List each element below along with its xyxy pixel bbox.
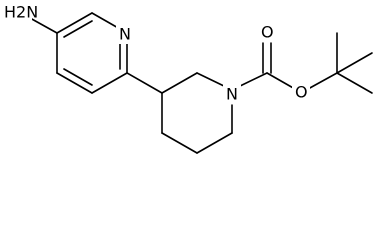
bond-pyridine-piperidine <box>126 72 163 94</box>
amine-label-bg <box>2 3 32 23</box>
bond-c5-c6-inner <box>63 20 93 38</box>
amine-label: H2N <box>4 3 38 22</box>
ester-o-label: O <box>295 83 308 102</box>
bond-pip-c2-n <box>196 72 227 88</box>
bond-tbutyl-methyl-right <box>336 52 373 74</box>
piperidine-n-label: N <box>226 85 238 104</box>
pyridine-n-label: N <box>119 25 131 44</box>
bond-ester-o-tbutyl <box>307 72 338 90</box>
bond-amine-c5 <box>29 17 58 34</box>
carbonyl-o-label-bg <box>258 22 276 42</box>
bond-c6-n1 <box>91 12 121 30</box>
chemical-structure-diagram: H2N N N O O <box>2 3 373 154</box>
piperidine-n-label-bg <box>223 84 241 104</box>
carbonyl-o-label: O <box>261 23 274 42</box>
bond-c3-c4 <box>56 72 93 94</box>
bond-layer <box>29 12 373 154</box>
bond-tbutyl-methyl-bottom <box>336 72 373 94</box>
pyridine-n-label-bg <box>116 24 134 44</box>
bond-pip-c6-c5 <box>196 132 233 154</box>
bond-c2-c3 <box>91 72 128 94</box>
ester-o-label-bg <box>292 82 310 102</box>
bond-n-carbonyl <box>237 72 268 88</box>
bond-pip-c5-c4 <box>161 132 198 154</box>
atom-label-layer: H2N N N O O <box>2 3 310 104</box>
bond-carbonyl-ester-o <box>266 72 296 90</box>
bond-pip-c3-c2 <box>161 72 198 94</box>
bond-c3-c4-inner <box>63 68 93 86</box>
bond-c5-c6 <box>56 12 93 34</box>
